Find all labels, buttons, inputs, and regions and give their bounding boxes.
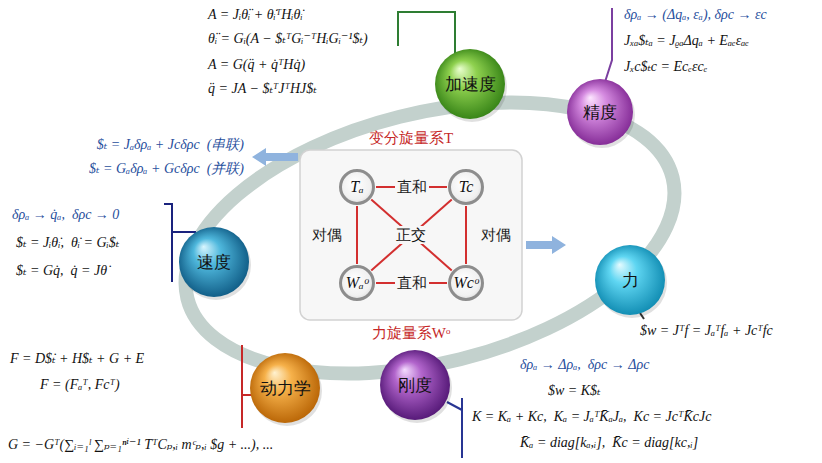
edge-label: 直和 <box>395 274 429 292</box>
space-circle: Wcᵒ <box>448 265 484 301</box>
node-text-box: Tₐ <box>339 169 375 205</box>
sphere-body <box>567 79 633 145</box>
edge-label: 对偶 <box>310 226 344 244</box>
orbit-ring <box>157 56 703 420</box>
leader-line <box>172 231 196 233</box>
formula-label: G = −Gᵀ(∑ᵢ₌₁ˡ ∑ₚ₌₁ⁿⁱ⁻¹ TᵀCₚ,ᵢ mᶜₚ,ᵢ $g +… <box>8 436 273 454</box>
node-label: Tₐ <box>350 178 364 196</box>
sphere-body <box>179 227 249 297</box>
node-text-box: 刚度 <box>379 349 451 421</box>
formula-label: K = Kₐ + Kc, Kₐ = JₐᵀK̄ₐJₐ, Kc = JcᵀK̄cJ… <box>472 408 711 426</box>
node-text-box: 力 <box>594 244 666 316</box>
circle-outline <box>341 267 374 300</box>
leader-line <box>164 204 172 282</box>
leader-line <box>242 394 252 396</box>
node-label: Wₐᵒ <box>346 274 369 292</box>
node-text-box: Wₐᵒ <box>339 265 375 301</box>
leader-line <box>605 8 612 82</box>
node-label: Wcᵒ <box>454 274 479 292</box>
node-label: 精度 <box>583 101 617 124</box>
connector <box>371 200 451 271</box>
formula-label: $w = K$ₜ <box>548 382 601 400</box>
sphere-body <box>380 350 450 420</box>
leader-line <box>461 398 463 458</box>
formula-label: A = Jᵢθ̈ᵢ + θ̇ᵢᵀHᵢθ̇ᵢ <box>208 6 303 24</box>
edge-label: 对偶 <box>479 226 513 244</box>
connector <box>465 206 467 264</box>
topic-sphere: 精度 <box>566 78 634 146</box>
sphere-body <box>250 353 320 423</box>
node-text-box: Wcᵒ <box>448 265 484 301</box>
connector <box>371 200 451 271</box>
circle-outline <box>450 267 483 300</box>
center-panel <box>300 150 522 320</box>
text-label: 变分旋量系T <box>369 129 453 147</box>
sphere-body <box>435 49 505 119</box>
topic-sphere: 动力学 <box>249 352 321 424</box>
node-label: 加速度 <box>445 73 496 96</box>
formula-label: $ₜ = Gq̇, q̇ = Jθ̇ <box>16 262 107 280</box>
leader-line <box>241 345 243 428</box>
topic-sphere: 加速度 <box>434 48 506 120</box>
topic-sphere: 力 <box>594 244 666 316</box>
formula-label: F = D$̇ₜ + H$ₜ + G + E <box>10 350 144 368</box>
formula-label: δρₐ → (Δqₐ, εₐ), δρc → εc <box>624 6 767 24</box>
sphere-body <box>595 245 665 315</box>
formula-label: q̈ = JA − $ₜᵀJᵀHJ$ₜ <box>208 80 317 98</box>
space-circle: Wₐᵒ <box>339 265 375 301</box>
node-text-box: 精度 <box>566 78 634 146</box>
node-label: 刚度 <box>398 374 432 397</box>
formula-label: δρₐ → q̇ₐ, δρc → 0 <box>12 206 119 224</box>
formula-label: $ₜ = Gₐδρₐ + Gcδρc (并联) <box>89 160 244 178</box>
space-circle: Tₐ <box>339 169 375 205</box>
formula-label: Jₓc$ₜc = Ecₑεcₑ <box>624 58 707 76</box>
edge-label: 直和 <box>395 178 429 196</box>
formula-label: $ₜ = Jₐδρₐ + Jcδρc (串联) <box>97 136 244 154</box>
node-label: 速度 <box>197 251 231 274</box>
node-text-box: 加速度 <box>434 48 506 120</box>
node-label: 力 <box>622 269 639 292</box>
connector <box>356 206 358 264</box>
circle-outline <box>450 171 483 204</box>
node-label: 动力学 <box>260 377 311 400</box>
text-label: 力旋量系Wᵒ <box>372 324 450 342</box>
formula-label: Jₓₐ$ₜₐ = JᵨₐΔqₐ + Eₐₑεₐₑ <box>624 32 749 50</box>
node-text-box: 动力学 <box>249 352 321 424</box>
leader-line <box>447 402 462 410</box>
formula-label: $w = Jᵀf = Jₐᵀfₐ + Jcᵀfc <box>640 322 773 340</box>
formula-label: $ₜ = Jᵢθ̇ᵢ, θ̇ᵢ = Gᵢ$ₜ <box>16 234 119 252</box>
space-circle: Tc <box>448 169 484 205</box>
left-arrow <box>252 148 298 166</box>
right-arrow <box>526 236 566 254</box>
text-label: 正交 <box>394 226 428 244</box>
node-label: Tc <box>459 178 474 196</box>
circle-outline <box>341 171 374 204</box>
formula-label: A = G(q̈ + q̇ᵀHq̇) <box>208 56 305 74</box>
formula-label: δρₐ → Δρₐ, δρc → Δρc <box>520 356 649 374</box>
node-text-box: Tc <box>448 169 484 205</box>
topic-sphere: 刚度 <box>379 349 451 421</box>
topic-sphere: 速度 <box>178 226 250 298</box>
node-text-box: 速度 <box>178 226 250 298</box>
formula-label: F = (Fₐᵀ, Fcᵀ) <box>40 376 120 394</box>
leader-line <box>398 12 455 58</box>
formula-label: K̄ₐ = diag[kₐ,ᵢ], K̄c = diag[kc,ᵢ] <box>520 434 698 452</box>
formula-label: θ̈ᵢ = Gᵢ(A − $ₜᵀGᵢ⁻ᵀHᵢGᵢ⁻¹$ₜ) <box>208 30 368 48</box>
